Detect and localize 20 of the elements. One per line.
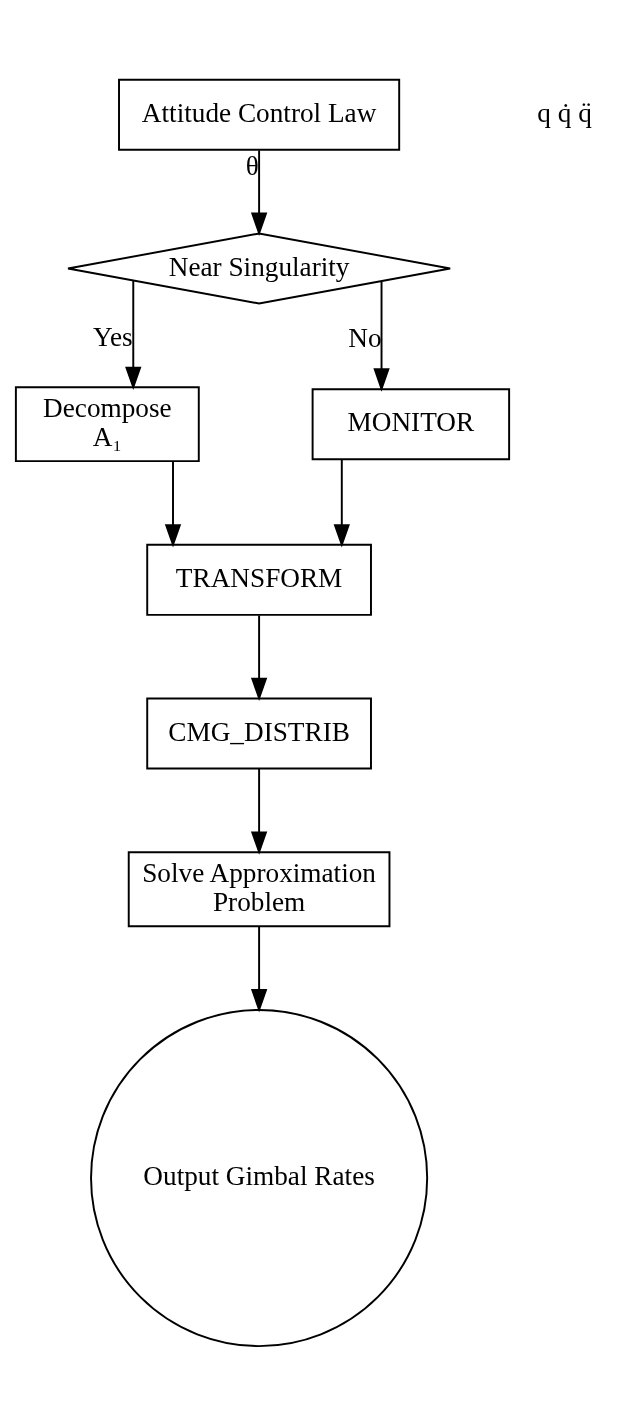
arrow — [250, 924, 268, 1012]
label: q q̇ q̈ — [537, 97, 592, 128]
arrow — [164, 460, 182, 548]
node-box: Attitude Control Law — [118, 78, 401, 151]
node-box: Solve Approximation Problem — [127, 850, 391, 927]
arrow — [250, 614, 268, 701]
arrow — [125, 279, 142, 390]
node-diamond: Near Singularity — [67, 232, 452, 305]
arrow — [250, 767, 268, 855]
node-box: CMG_DISTRIB — [146, 697, 372, 770]
node-box: Decompose A₁ — [14, 385, 200, 462]
edge-label: θ — [245, 150, 259, 181]
edge-label: No — [348, 322, 382, 353]
node-box: TRANSFORM — [146, 543, 372, 616]
edge-label: Yes — [93, 321, 133, 352]
arrow — [333, 458, 350, 548]
node-box: MONITOR — [311, 387, 511, 460]
arrow — [250, 148, 268, 236]
arrow — [373, 279, 390, 392]
node-circle: Output Gimbal Rates — [90, 1008, 429, 1347]
